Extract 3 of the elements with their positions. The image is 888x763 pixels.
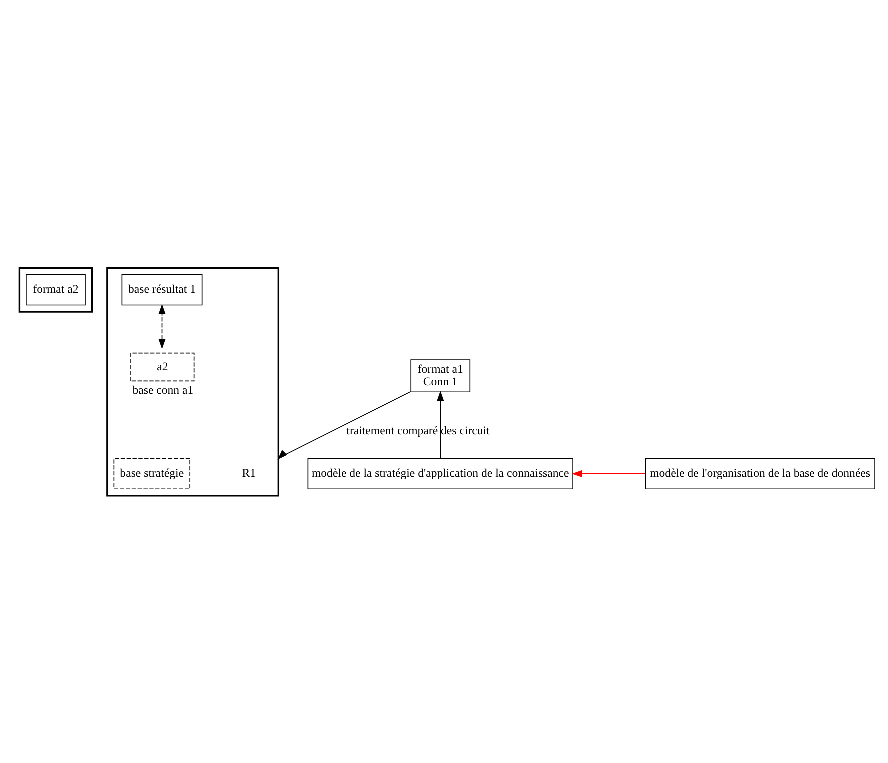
edge-label: traitement comparé des circuit: [346, 422, 490, 437]
node-text: R1: [242, 466, 256, 480]
node-label: base conn a1: [132, 382, 194, 396]
